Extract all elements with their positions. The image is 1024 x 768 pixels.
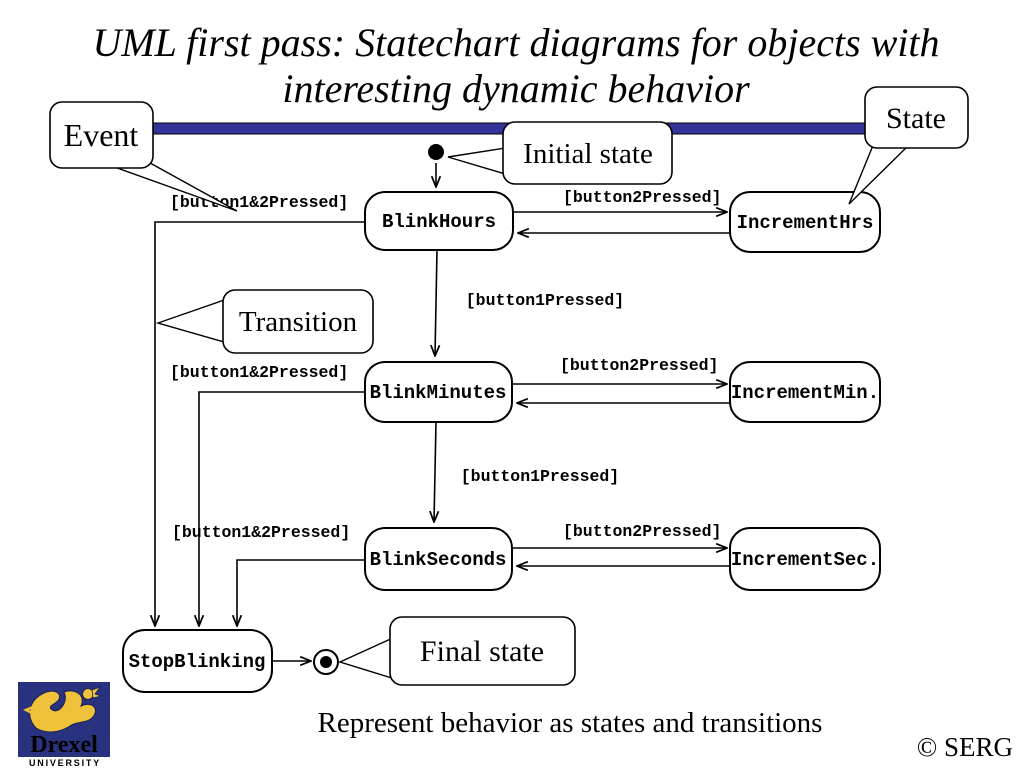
guard-label-b2-row2: [button2Pressed] bbox=[560, 356, 718, 375]
callout-initial-state-label: Initial state bbox=[523, 138, 653, 170]
state-node-blinkminutes: BlinkMinutes bbox=[364, 361, 513, 423]
state-node-stopblinking: StopBlinking bbox=[122, 629, 273, 693]
state-label-incrementsec: IncrementSec. bbox=[731, 549, 879, 571]
initial-state-icon bbox=[428, 144, 444, 160]
drexel-logo-subtitle: UNIVERSITY bbox=[29, 758, 101, 768]
slide-title-line1: UML first pass: Statechart diagrams for … bbox=[92, 20, 939, 65]
callout-event-label: Event bbox=[64, 117, 139, 153]
callout-transition-label: Transition bbox=[239, 306, 358, 338]
callout-event: Event bbox=[49, 101, 238, 212]
state-label-incrementmin: IncrementMin. bbox=[731, 382, 879, 404]
drexel-logo-name: Drexel bbox=[30, 732, 98, 758]
guard-label-b2-row3: [button2Pressed] bbox=[563, 522, 721, 541]
guard-label-b1-mid2: [button1Pressed] bbox=[461, 467, 619, 486]
arrow-blinkminutes-to-blinkseconds bbox=[434, 421, 436, 522]
state-node-incrementsec: IncrementSec. bbox=[729, 527, 881, 591]
arrow-blinkminutes-to-stopblinking bbox=[199, 391, 365, 626]
arrow-blinkhours-to-stopblinking bbox=[155, 221, 365, 626]
state-node-incrementhrs: IncrementHrs bbox=[729, 191, 881, 253]
copyright-label: © SERG bbox=[917, 732, 1013, 762]
state-node-blinkseconds: BlinkSeconds bbox=[364, 527, 513, 591]
final-state-icon bbox=[313, 649, 339, 675]
guard-label-b2-row1: [button2Pressed] bbox=[563, 188, 721, 207]
guard-label-b1-mid1: [button1Pressed] bbox=[466, 291, 624, 310]
callout-state-label: State bbox=[886, 102, 946, 135]
state-label-blinkhours: BlinkHours bbox=[382, 211, 496, 233]
state-node-blinkhours: BlinkHours bbox=[364, 191, 514, 251]
footer-message: Represent behavior as states and transit… bbox=[318, 707, 823, 739]
callout-state: State bbox=[848, 86, 969, 205]
callout-final-state-label: Final state bbox=[420, 635, 544, 668]
arrow-blinkseconds-to-stopblinking bbox=[237, 559, 365, 626]
callout-transition: Transition bbox=[155, 289, 374, 354]
state-label-stopblinking: StopBlinking bbox=[129, 651, 266, 673]
arrow-blinkhours-to-blinkminutes bbox=[435, 249, 437, 356]
drexel-dragon-icon bbox=[23, 686, 103, 733]
callout-initial-state: Initial state bbox=[447, 121, 673, 185]
slide-title-line2: interesting dynamic behavior bbox=[282, 66, 750, 111]
guard-label-b12-row1: [button1&2Pressed] bbox=[170, 193, 348, 212]
state-label-incrementhrs: IncrementHrs bbox=[737, 212, 874, 234]
guard-label-b12-row2: [button1&2Pressed] bbox=[170, 363, 348, 382]
state-label-blinkseconds: BlinkSeconds bbox=[370, 549, 507, 571]
drexel-logo: Drexel UNIVERSITY bbox=[18, 682, 110, 768]
state-label-blinkminutes: BlinkMinutes bbox=[370, 382, 507, 404]
state-node-incrementmin: IncrementMin. bbox=[729, 361, 881, 423]
callout-final-state: Final state bbox=[338, 616, 576, 686]
guard-label-b12-row3: [button1&2Pressed] bbox=[172, 523, 350, 542]
